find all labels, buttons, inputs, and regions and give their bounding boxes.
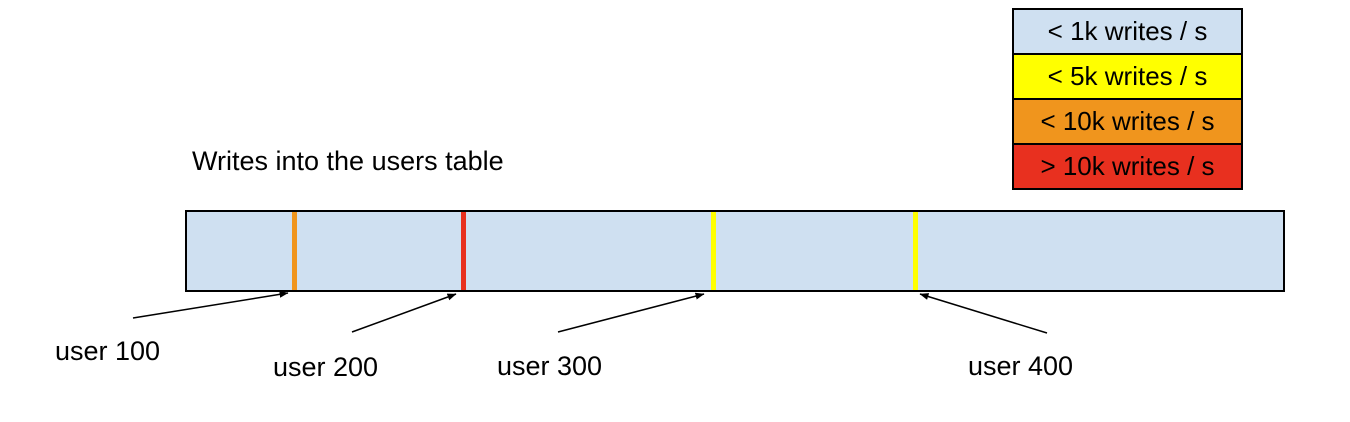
users-table-bar bbox=[185, 210, 1285, 292]
legend-item-1: < 5k writes / s bbox=[1012, 53, 1243, 100]
legend-item-label: < 10k writes / s bbox=[1040, 106, 1215, 136]
legend-item-label: > 10k writes / s bbox=[1040, 151, 1215, 181]
arrow-line-user-400 bbox=[919, 293, 1048, 334]
write-rate-marker-user-400 bbox=[913, 212, 918, 290]
legend-item-label: < 1k writes / s bbox=[1047, 16, 1208, 46]
write-rate-marker-user-100 bbox=[292, 212, 297, 290]
write-rate-legend: < 1k writes / s < 5k writes / s < 10k writ… bbox=[1012, 8, 1243, 190]
arrow-line-user-200 bbox=[351, 293, 457, 333]
arrow-line-user-100 bbox=[132, 290, 289, 319]
legend-item-0: < 1k writes / s bbox=[1012, 8, 1243, 55]
arrow-line-user-300 bbox=[557, 292, 705, 333]
user-label-user-400: user 400 bbox=[968, 351, 1074, 381]
user-label-user-300: user 300 bbox=[497, 351, 603, 381]
legend-item-3: > 10k writes / s bbox=[1012, 143, 1243, 190]
diagram-title: Writes into the users table bbox=[192, 146, 504, 176]
legend-item-2: < 10k writes / s bbox=[1012, 98, 1243, 145]
user-label-user-100: user 100 bbox=[55, 336, 161, 366]
user-label-user-200: user 200 bbox=[273, 352, 379, 382]
legend-item-label: < 5k writes / s bbox=[1047, 61, 1208, 91]
write-rate-marker-user-300 bbox=[711, 212, 716, 290]
write-rate-marker-user-200 bbox=[461, 212, 466, 290]
